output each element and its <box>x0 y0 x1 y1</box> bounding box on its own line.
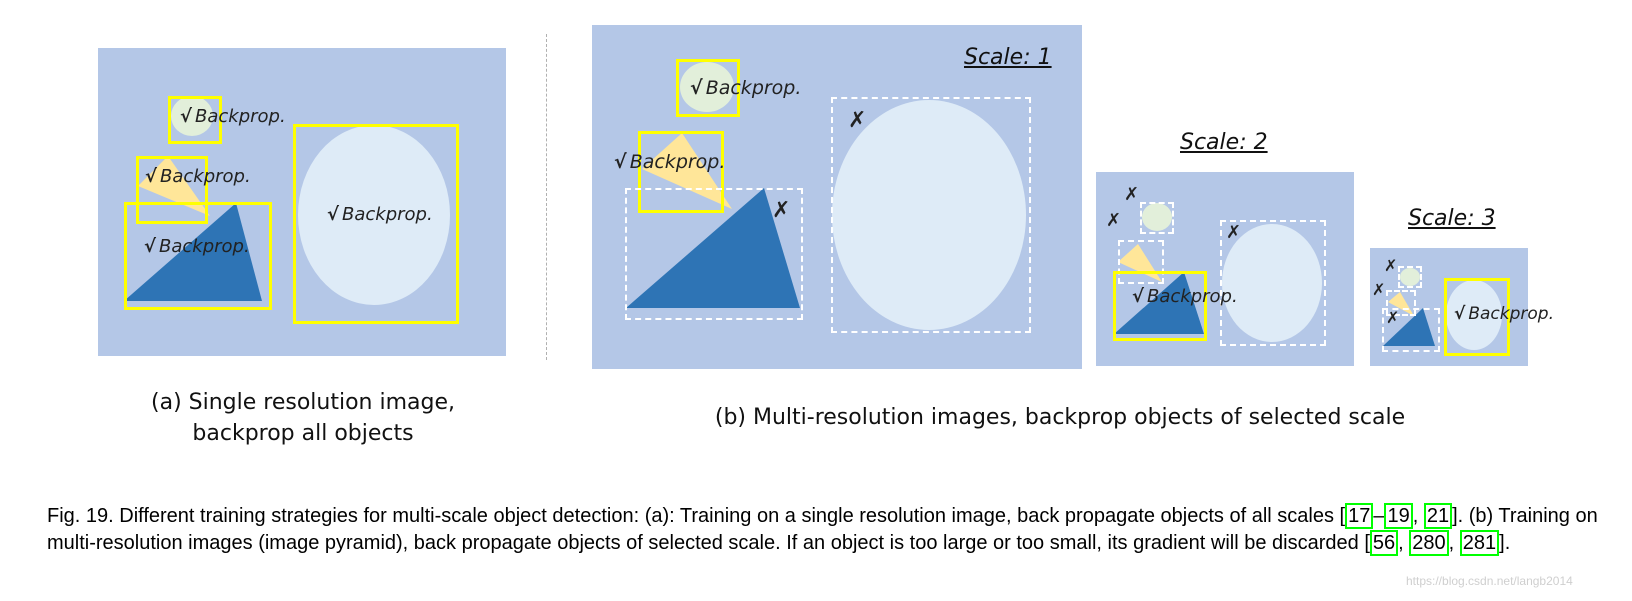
scale-2-title: Scale: 2 <box>1180 130 1268 155</box>
check-icon: √ <box>690 77 703 99</box>
backprop-label-small-triangle: √Backprop. <box>145 166 251 187</box>
selected-box-circle <box>676 59 740 117</box>
figure-caption: Fig. 19. Different training strategies f… <box>47 503 1598 556</box>
caption-ref-bracket-open: [ <box>1339 505 1346 527</box>
triangle-yellow-object <box>1388 292 1414 316</box>
ellipse-large-object <box>298 125 450 305</box>
cross-icon: ✗ <box>848 108 867 133</box>
check-icon: √ <box>1132 286 1145 307</box>
caption-lead-text: Fig. 19. Different training strategies f… <box>47 505 1340 527</box>
backprop-label-circle: √Backprop. <box>180 106 286 127</box>
check-icon: √ <box>145 166 158 187</box>
cross-icon: ✗ <box>1384 256 1398 275</box>
selected-box-small-triangle <box>638 131 724 213</box>
scale-1-title: Scale: 1 <box>964 45 1052 70</box>
panel-a-caption: (a) Single resolution image, backprop al… <box>151 390 455 446</box>
circle-green-object <box>171 96 213 136</box>
selected-box-circle <box>168 96 222 144</box>
panel-b-caption: (b) Multi-resolution images, backprop ob… <box>714 405 1406 430</box>
triangle-blue-object <box>1114 272 1204 334</box>
rejected-box-ellipse <box>1220 220 1326 346</box>
circle-green-object <box>1400 268 1420 286</box>
check-icon: √ <box>180 106 193 127</box>
reference-link-280[interactable]: 280 <box>1409 530 1449 556</box>
cross-icon: ✗ <box>1386 308 1400 327</box>
rejected-box-circle <box>1140 202 1174 234</box>
reference-link-17[interactable]: 17 <box>1345 503 1374 529</box>
rejected-box-large-triangle <box>1382 308 1440 352</box>
ellipse-large-object <box>1446 280 1502 350</box>
rejected-box-circle <box>1398 266 1422 288</box>
reference-link-21[interactable]: 21 <box>1423 503 1453 529</box>
backprop-label-ellipse: √Backprop. <box>1454 304 1554 324</box>
ellipse-large-object <box>832 100 1026 330</box>
cross-icon: ✗ <box>1372 280 1386 299</box>
rejected-box-large-triangle <box>625 188 803 320</box>
rejected-box-ellipse <box>831 97 1031 333</box>
circle-green-object <box>680 62 734 112</box>
cross-icon: ✗ <box>1124 184 1140 205</box>
triangle-blue-object <box>626 188 800 308</box>
backprop-label-large-triangle: √Backprop. <box>1132 286 1238 307</box>
reference-link-281[interactable]: 281 <box>1459 530 1500 556</box>
cross-icon: ✗ <box>1226 222 1242 243</box>
watermark-url: https://blog.csdn.net/langb2014 <box>1406 574 1573 588</box>
rejected-box-small-triangle <box>1118 240 1164 284</box>
selected-box-ellipse <box>293 124 459 324</box>
triangle-yellow-object <box>642 133 732 209</box>
reference-link-19[interactable]: 19 <box>1384 503 1413 529</box>
backprop-label-large-triangle: √Backprop. <box>144 236 250 257</box>
selected-box-small-triangle <box>136 156 208 224</box>
scale-1-image: √Backprop. √Backprop. ✗ ✗ Scale: 1 <box>592 25 1082 369</box>
selected-box-ellipse <box>1444 278 1510 356</box>
triangle-blue-object <box>124 203 262 301</box>
triangle-blue-object <box>1383 308 1435 346</box>
scale-3-image: ✗ ✗ ✗ √Backprop. <box>1370 248 1554 366</box>
check-icon: √ <box>1454 304 1466 324</box>
backprop-label-small-triangle: √Backprop. <box>614 151 726 173</box>
selected-box-large-triangle <box>1113 271 1207 341</box>
panel-divider <box>546 34 547 360</box>
cross-icon: ✗ <box>772 198 791 223</box>
ellipse-large-object <box>1222 224 1322 342</box>
check-icon: √ <box>327 204 340 225</box>
reference-link-56[interactable]: 56 <box>1369 530 1399 556</box>
circle-green-object <box>1142 203 1172 231</box>
selected-box-large-triangle <box>124 202 272 310</box>
backprop-label-circle: √Backprop. <box>690 77 802 99</box>
scale-2-image: ✗ ✗ ✗ √Backprop. <box>1096 172 1354 366</box>
check-icon: √ <box>144 236 157 257</box>
check-icon: √ <box>614 151 627 173</box>
cross-icon: ✗ <box>1106 210 1122 231</box>
scale-3-title: Scale: 3 <box>1408 206 1496 231</box>
panel-a-image: √Backprop. √Backprop. √Backprop. √Backpr… <box>98 48 506 356</box>
rejected-box-small-triangle <box>1386 290 1416 316</box>
triangle-yellow-object <box>138 156 210 216</box>
backprop-label-ellipse: √Backprop. <box>327 204 433 225</box>
caption-tail-text: . <box>1504 532 1511 554</box>
caption-mid-text: . (b) Training on multi-resolution image… <box>47 505 1598 554</box>
